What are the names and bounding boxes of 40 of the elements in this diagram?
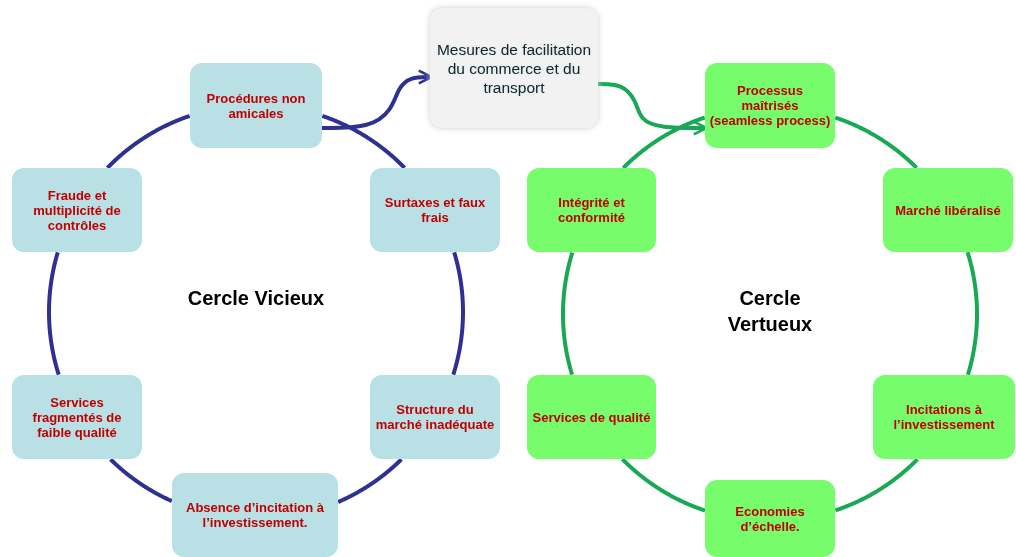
cycle-step-box: [12, 375, 142, 459]
cycle-step-box: [873, 375, 1015, 459]
cycle-step-box: [370, 168, 500, 252]
node-text: Structure du marché inadéquate: [374, 402, 496, 432]
circle-arc: [105, 114, 192, 170]
cycle-step-box: [705, 63, 835, 148]
cycle-title: Cercle Vertueux: [726, 286, 814, 337]
cycle-step-box: [370, 375, 500, 459]
cycle-step-box: [190, 63, 322, 148]
node-text: Incitations à l’investissement: [892, 402, 996, 432]
cycle-step-box: [12, 168, 142, 252]
node-text: Intégrité et conformité: [556, 195, 627, 225]
node-text: Marché libéralisé: [894, 202, 1002, 218]
node-text: Surtaxes et faux frais: [383, 195, 487, 225]
circle-arc: [336, 457, 404, 504]
circle-arc: [833, 457, 920, 513]
cycle-title: Cercle Vicieux: [186, 286, 326, 311]
node-text: Absence d’incitation à l’investissement.: [185, 500, 325, 530]
circle-arc: [561, 251, 575, 377]
cycle-step-box: [172, 473, 338, 557]
circle-arc: [833, 115, 919, 170]
cycle-step-box: [705, 480, 835, 557]
cycle-step-box: [527, 375, 656, 459]
node-text: Services fragmentés de faible qualité: [31, 394, 123, 440]
cycle-step-box: [883, 168, 1013, 252]
circle-arc: [621, 115, 707, 170]
node-text: Mesures de facilitation du commerce et du transport: [435, 39, 593, 97]
circle-arc: [451, 250, 465, 377]
node-text: Economies d’échelle.: [734, 503, 806, 534]
circle-arc: [320, 114, 407, 170]
circle-arc: [965, 250, 979, 377]
circle-arc: [47, 250, 61, 377]
cycle-step-box: [527, 168, 656, 252]
circle-arc: [108, 457, 174, 503]
node-text: Fraude et multiplicité de contrôles: [32, 187, 122, 233]
node-text: Services de qualité: [531, 409, 652, 425]
node-text: Procédures non amicales: [205, 90, 307, 121]
node-text: Processus maîtrisés (seamless process): [708, 83, 832, 128]
circle-arc: [620, 457, 707, 513]
measures-box: [430, 8, 598, 128]
